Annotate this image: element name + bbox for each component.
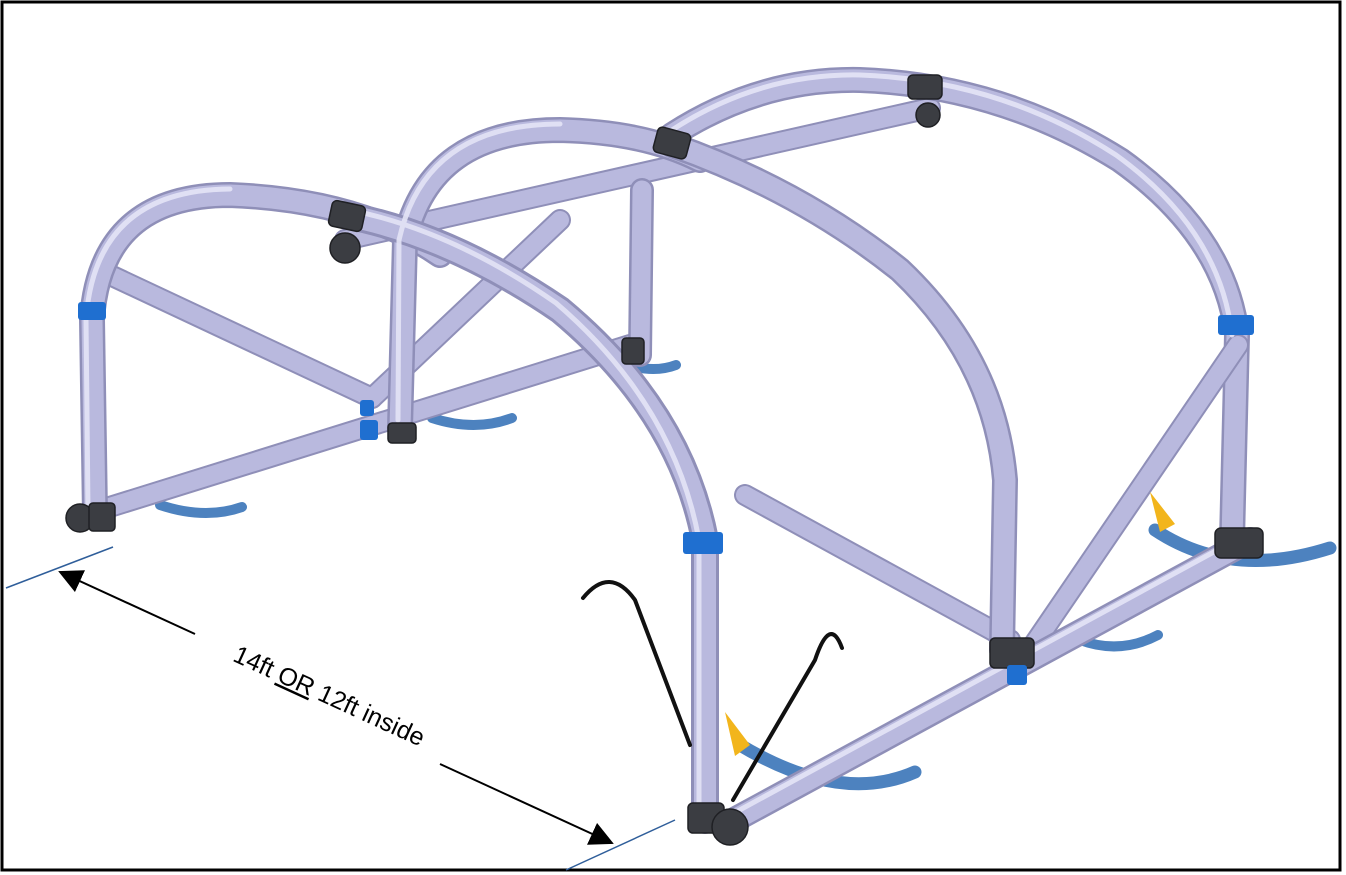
ground-anchors <box>155 355 1337 791</box>
ground-anchor-icon <box>427 413 517 430</box>
blue-clamps <box>78 302 1254 685</box>
dimension-guides <box>5 546 676 871</box>
tube-frame-icon <box>79 66 1263 838</box>
ground-anchor-icon <box>733 738 922 791</box>
stake-icon <box>725 492 1175 756</box>
tube-connectors <box>65 74 1264 846</box>
ground-anchor-icon <box>155 500 247 518</box>
dimension-arrow-icon <box>58 570 614 845</box>
guy-wire-icon <box>581 580 844 802</box>
dimension-label: 14ft OR 12ft inside <box>198 626 448 761</box>
